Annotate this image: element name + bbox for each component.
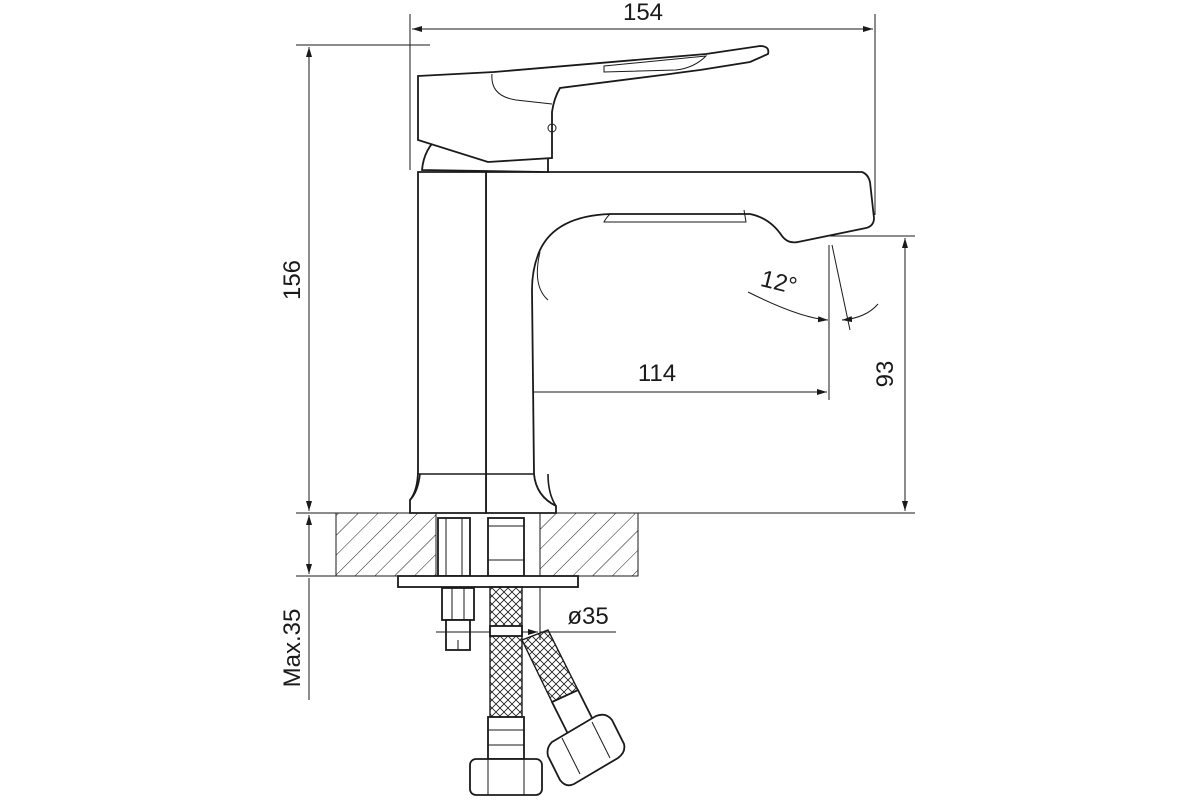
spout-height-dimension: 93 [556,235,915,514]
countertop-section [335,512,639,577]
flexible-hoses [469,586,626,796]
faucet-body [409,45,875,514]
spout-reach-dimension: 114 [488,245,830,400]
max-thickness-label: Max.35 [279,609,306,688]
spout-reach-label: 114 [638,360,676,387]
height-label: 156 [279,260,306,300]
width-label: 154 [623,0,663,26]
hose-nut-angled [546,713,626,787]
lever-handle [417,45,770,163]
spout-angle-dimension: 12° [747,244,879,331]
hose-nut-straight [469,758,543,796]
width-dimension: 154 [409,0,876,215]
max-thickness-dimension: Max.35 [279,515,336,700]
faucet-column [409,171,487,514]
spout-height-label: 93 [872,361,899,388]
diameter-label: ø35 [567,603,608,630]
diameter-dimension: ø35 [436,587,616,640]
spout [485,171,875,514]
spout-angle-label: 12° [758,265,800,300]
height-dimension: 156 [279,44,430,514]
clamp-plate [397,575,579,588]
mounting-hardware [397,517,579,651]
